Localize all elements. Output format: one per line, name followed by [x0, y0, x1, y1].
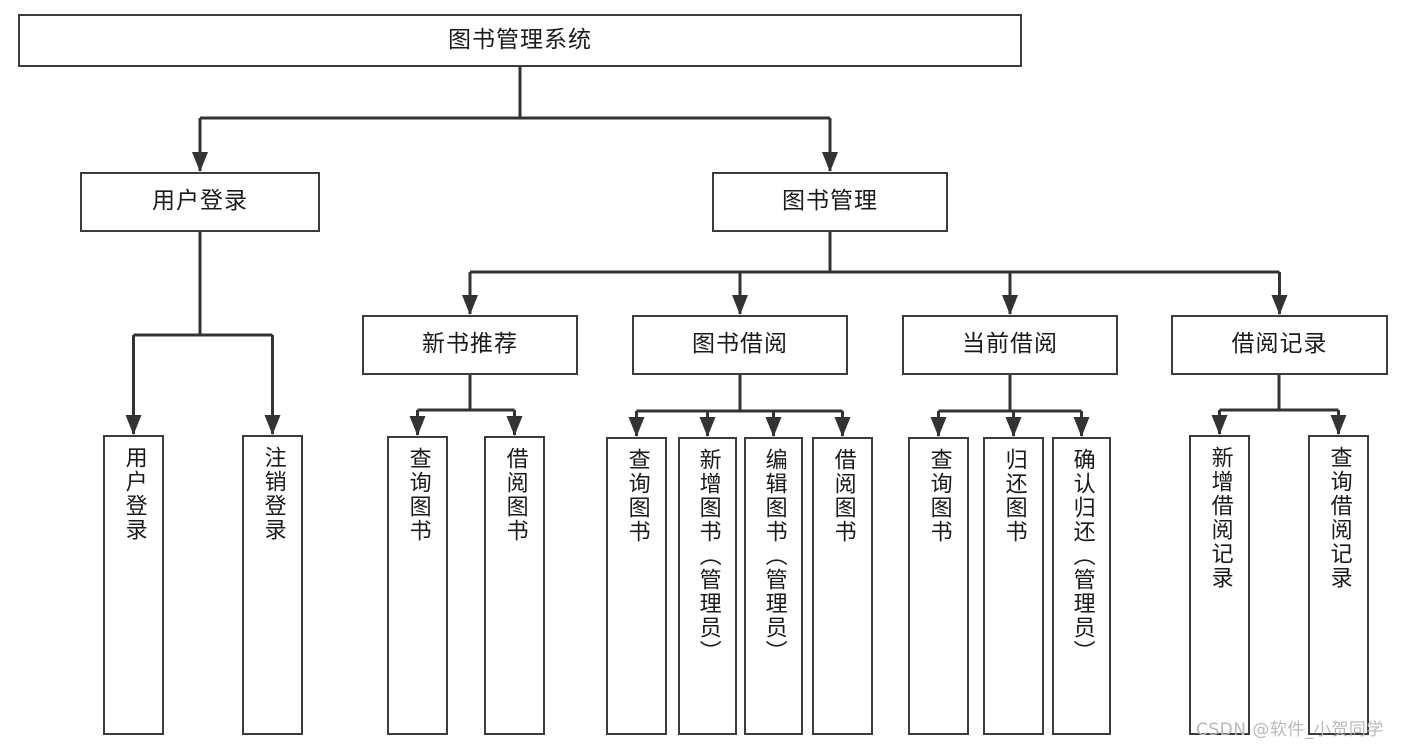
- node-leaf-add-borrow-record-label: 新增借阅记录: [1207, 446, 1233, 590]
- arrowhead: [1271, 295, 1288, 315]
- node-leaf-query-book-1[interactable]: 查询图书: [387, 436, 448, 735]
- node-leaf-query-borrow-record[interactable]: 查询借阅记录: [1308, 435, 1369, 735]
- arrowhead: [628, 417, 645, 437]
- node-leaf-query-borrow-record-label: 查询借阅记录: [1326, 446, 1352, 590]
- node-leaf-query-book-1-label: 查询图书: [405, 447, 431, 543]
- node-leaf-borrow-book-1-label: 借阅图书: [502, 447, 528, 543]
- arrowhead: [1330, 415, 1347, 435]
- arrowhead: [765, 417, 782, 437]
- node-new-book-recommend-label: 新书推荐: [422, 331, 518, 358]
- node-leaf-query-book-3[interactable]: 查询图书: [908, 437, 969, 735]
- arrowhead: [732, 295, 748, 315]
- arrowhead: [699, 417, 716, 437]
- node-leaf-add-book-admin[interactable]: 新增图书（管理员）: [678, 437, 737, 735]
- arrowhead: [930, 417, 947, 437]
- node-leaf-borrow-book-1[interactable]: 借阅图书: [484, 436, 545, 735]
- arrowhead: [1005, 417, 1022, 437]
- node-leaf-return-book[interactable]: 归还图书: [983, 437, 1044, 735]
- node-new-book-recommend[interactable]: 新书推荐: [362, 315, 578, 375]
- node-leaf-edit-book-admin[interactable]: 编辑图书（管理员）: [744, 437, 803, 735]
- node-book-borrow[interactable]: 图书借阅: [632, 315, 848, 375]
- node-leaf-confirm-return-admin-label: 确认归还（管理员）: [1069, 448, 1095, 664]
- csdn-watermark: CSDN @软件_小贺同学: [1196, 720, 1384, 740]
- arrowhead: [462, 295, 478, 315]
- node-borrow-record[interactable]: 借阅记录: [1171, 315, 1388, 375]
- arrowhead: [834, 417, 851, 437]
- node-book-manage-label: 图书管理: [782, 188, 878, 215]
- node-leaf-query-book-2-label: 查询图书: [624, 448, 650, 544]
- node-current-borrow[interactable]: 当前借阅: [902, 315, 1118, 375]
- node-book-borrow-label: 图书借阅: [692, 331, 788, 358]
- node-leaf-confirm-return-admin[interactable]: 确认归还（管理员）: [1052, 437, 1111, 735]
- node-user-login[interactable]: 用户登录: [80, 172, 320, 232]
- arrowhead: [822, 152, 838, 172]
- arrowhead: [1002, 295, 1018, 315]
- node-leaf-user-login-label: 用户登录: [121, 446, 147, 542]
- node-book-manage[interactable]: 图书管理: [712, 172, 948, 232]
- arrowhead: [506, 416, 523, 436]
- node-root[interactable]: 图书管理系统: [18, 14, 1022, 67]
- node-leaf-logout-label: 注销登录: [260, 446, 286, 542]
- node-leaf-borrow-book-2-label: 借阅图书: [830, 448, 856, 544]
- node-current-borrow-label: 当前借阅: [962, 331, 1058, 358]
- arrowhead: [192, 152, 208, 172]
- arrowhead: [264, 415, 281, 435]
- node-leaf-return-book-label: 归还图书: [1001, 448, 1027, 544]
- arrowhead: [409, 416, 426, 436]
- arrowhead: [1211, 415, 1228, 435]
- arrowhead: [1073, 417, 1090, 437]
- node-leaf-add-borrow-record[interactable]: 新增借阅记录: [1189, 435, 1250, 735]
- node-leaf-edit-book-admin-label: 编辑图书（管理员）: [761, 448, 787, 664]
- node-leaf-borrow-book-2[interactable]: 借阅图书: [812, 437, 873, 735]
- node-root-label: 图书管理系统: [448, 26, 592, 53]
- node-leaf-user-login[interactable]: 用户登录: [103, 435, 164, 735]
- arrowhead: [125, 415, 142, 435]
- node-leaf-add-book-admin-label: 新增图书（管理员）: [695, 448, 721, 664]
- node-user-login-label: 用户登录: [152, 188, 248, 215]
- node-leaf-logout[interactable]: 注销登录: [242, 435, 303, 735]
- node-borrow-record-label: 借阅记录: [1231, 331, 1328, 358]
- node-leaf-query-book-3-label: 查询图书: [926, 448, 952, 544]
- node-leaf-query-book-2[interactable]: 查询图书: [606, 437, 667, 735]
